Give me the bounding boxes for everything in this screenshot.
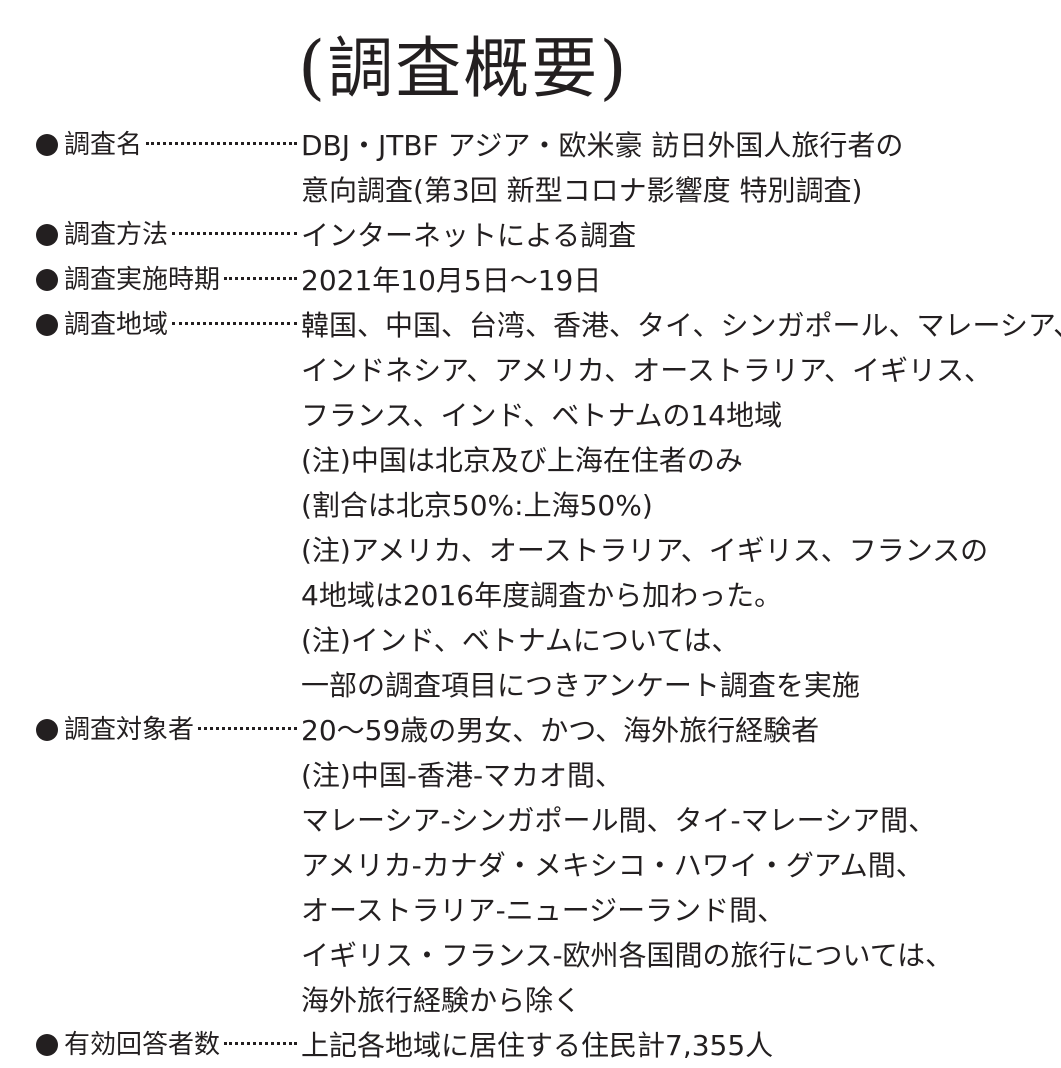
bullet-icon <box>36 134 58 156</box>
bullet-icon <box>36 719 58 741</box>
value-line: アメリカ-カナダ・メキシコ・ハワイ・グアム間、 <box>301 849 924 882</box>
row-value: 20〜59歳の男女、かつ、海外旅行経験者 (注)中国-香港-マカオ間、 マレーシ… <box>301 708 1046 1023</box>
value-line: DBJ・JTBF アジア・欧米豪 訪日外国人旅行者の <box>301 129 904 162</box>
dotted-leader <box>224 1042 297 1045</box>
overview-row-survey-period: 調査実施時期 2021年10月5日〜19日 <box>36 258 1046 303</box>
row-label: 有効回答者数 <box>64 1030 221 1060</box>
value-line: (割合は北京50%:上海50%) <box>301 489 653 522</box>
value-line: 意向調査(第3回 新型コロナ影響度 特別調査) <box>301 174 863 207</box>
row-value: DBJ・JTBF アジア・欧米豪 訪日外国人旅行者の 意向調査(第3回 新型コロ… <box>301 123 1046 213</box>
value-line: オーストラリア-ニュージーランド間、 <box>301 894 786 927</box>
overview-row-survey-name: 調査名 DBJ・JTBF アジア・欧米豪 訪日外国人旅行者の 意向調査(第3回 … <box>36 123 1046 213</box>
overview-row-survey-target: 調査対象者 20〜59歳の男女、かつ、海外旅行経験者 (注)中国-香港-マカオ間… <box>36 708 1046 1023</box>
row-label: 調査実施時期 <box>64 265 221 295</box>
value-line: 一部の調査項目につきアンケート調査を実施 <box>301 669 860 702</box>
value-line: (注)中国-香港-マカオ間、 <box>301 759 624 792</box>
title-open-paren: ( <box>298 26 328 108</box>
overview-row-survey-region: 調査地域 韓国、中国、台湾、香港、タイ、シンガポール、マレーシア、 インドネシア… <box>36 303 1061 708</box>
dotted-leader <box>146 142 297 145</box>
bullet-icon <box>36 224 58 246</box>
overview-row-survey-method: 調査方法 インターネットによる調査 <box>36 213 1046 258</box>
value-line: 韓国、中国、台湾、香港、タイ、シンガポール、マレーシア、 <box>301 309 1061 342</box>
row-value: インターネットによる調査 <box>301 213 1046 258</box>
row-value: 韓国、中国、台湾、香港、タイ、シンガポール、マレーシア、 インドネシア、アメリカ… <box>301 303 1061 708</box>
value-line: インターネットによる調査 <box>301 219 637 252</box>
section-title: (調査概要) <box>0 22 1061 112</box>
dotted-leader <box>172 232 297 235</box>
value-line: 20〜59歳の男女、かつ、海外旅行経験者 <box>301 714 820 747</box>
title-text: 調査概要 <box>327 30 600 107</box>
value-line: 4地域は2016年度調査から加わった。 <box>301 579 783 612</box>
value-line: (注)アメリカ、オーストラリア、イギリス、フランスの <box>301 534 989 567</box>
row-value: 上記各地域に居住する住民計7,355人 <box>301 1023 1046 1068</box>
row-label: 調査方法 <box>64 220 169 250</box>
value-line: マレーシア-シンガポール間、タイ-マレーシア間、 <box>301 804 937 837</box>
bullet-icon <box>36 314 58 336</box>
title-close-paren: ) <box>599 26 629 108</box>
value-line: インドネシア、アメリカ、オーストラリア、イギリス、 <box>301 354 993 387</box>
row-value: 2021年10月5日〜19日 <box>301 258 1046 303</box>
row-label: 調査地域 <box>64 310 169 340</box>
value-line: (注)中国は北京及び上海在住者のみ <box>301 444 743 477</box>
row-label: 調査名 <box>64 130 143 160</box>
row-label: 調査対象者 <box>64 715 195 745</box>
overview-list: 調査名 DBJ・JTBF アジア・欧米豪 訪日外国人旅行者の 意向調査(第3回 … <box>36 123 1061 1068</box>
dotted-leader <box>224 277 297 280</box>
bullet-icon <box>36 1034 58 1056</box>
value-line: イギリス・フランス-欧州各国間の旅行については、 <box>301 939 954 972</box>
value-line: 海外旅行経験から除く <box>301 984 582 1017</box>
dotted-leader <box>172 322 297 325</box>
bullet-icon <box>36 269 58 291</box>
overview-row-valid-respondents: 有効回答者数 上記各地域に居住する住民計7,355人 <box>36 1023 1046 1068</box>
value-line: 2021年10月5日〜19日 <box>301 264 602 297</box>
value-line: 上記各地域に居住する住民計7,355人 <box>301 1029 774 1062</box>
value-line: フランス、インド、ベトナムの14地域 <box>301 399 783 432</box>
value-line: (注)インド、ベトナムについては、 <box>301 624 740 657</box>
dotted-leader <box>198 727 297 730</box>
